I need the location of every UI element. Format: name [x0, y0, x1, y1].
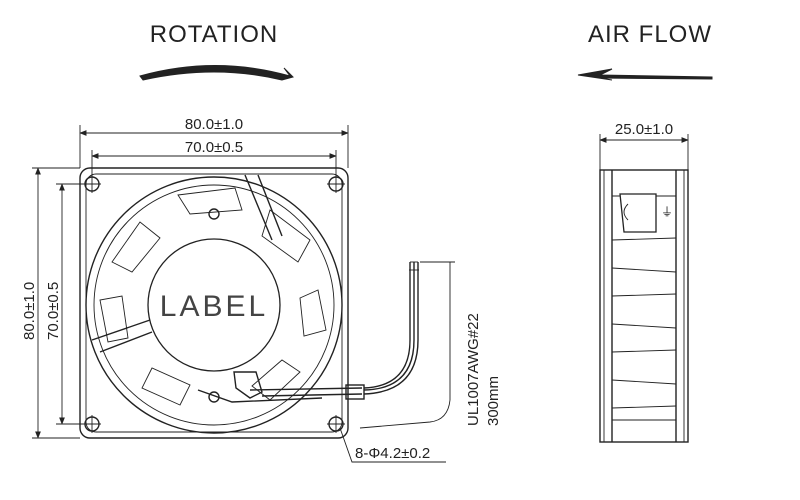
hole-callout-leader — [339, 427, 446, 463]
overall-height-dim: 80.0±1.0 — [21, 282, 38, 340]
label-text: LABEL — [160, 290, 268, 323]
mounting-holes — [83, 175, 345, 433]
air-flow-heading: AIR FLOW — [588, 21, 712, 48]
hole-spacing-height-dim: 70.0±0.5 — [45, 282, 62, 340]
fan-side-view: ⏚ — [599, 169, 689, 443]
overall-width-dim: 80.0±1.0 — [185, 116, 243, 133]
rotation-arrow — [139, 65, 294, 81]
cable-spec: UL1007AWG#22 — [465, 313, 482, 426]
fan-blades — [99, 187, 327, 406]
cable-length: 300mm — [485, 376, 502, 426]
fan-front-view: LABEL — [79, 167, 349, 439]
depth-dim: 25.0±1.0 — [615, 121, 673, 138]
cable-length-leader — [359, 262, 451, 429]
lead-wires — [249, 261, 419, 400]
air-flow-arrow — [577, 68, 713, 81]
svg-text:⏚: ⏚ — [661, 205, 673, 219]
rotation-heading: ROTATION — [150, 21, 278, 48]
hole-spacing-width-dim: 70.0±0.5 — [185, 139, 243, 156]
hole-callout: 8-Φ4.2±0.2 — [355, 445, 430, 462]
